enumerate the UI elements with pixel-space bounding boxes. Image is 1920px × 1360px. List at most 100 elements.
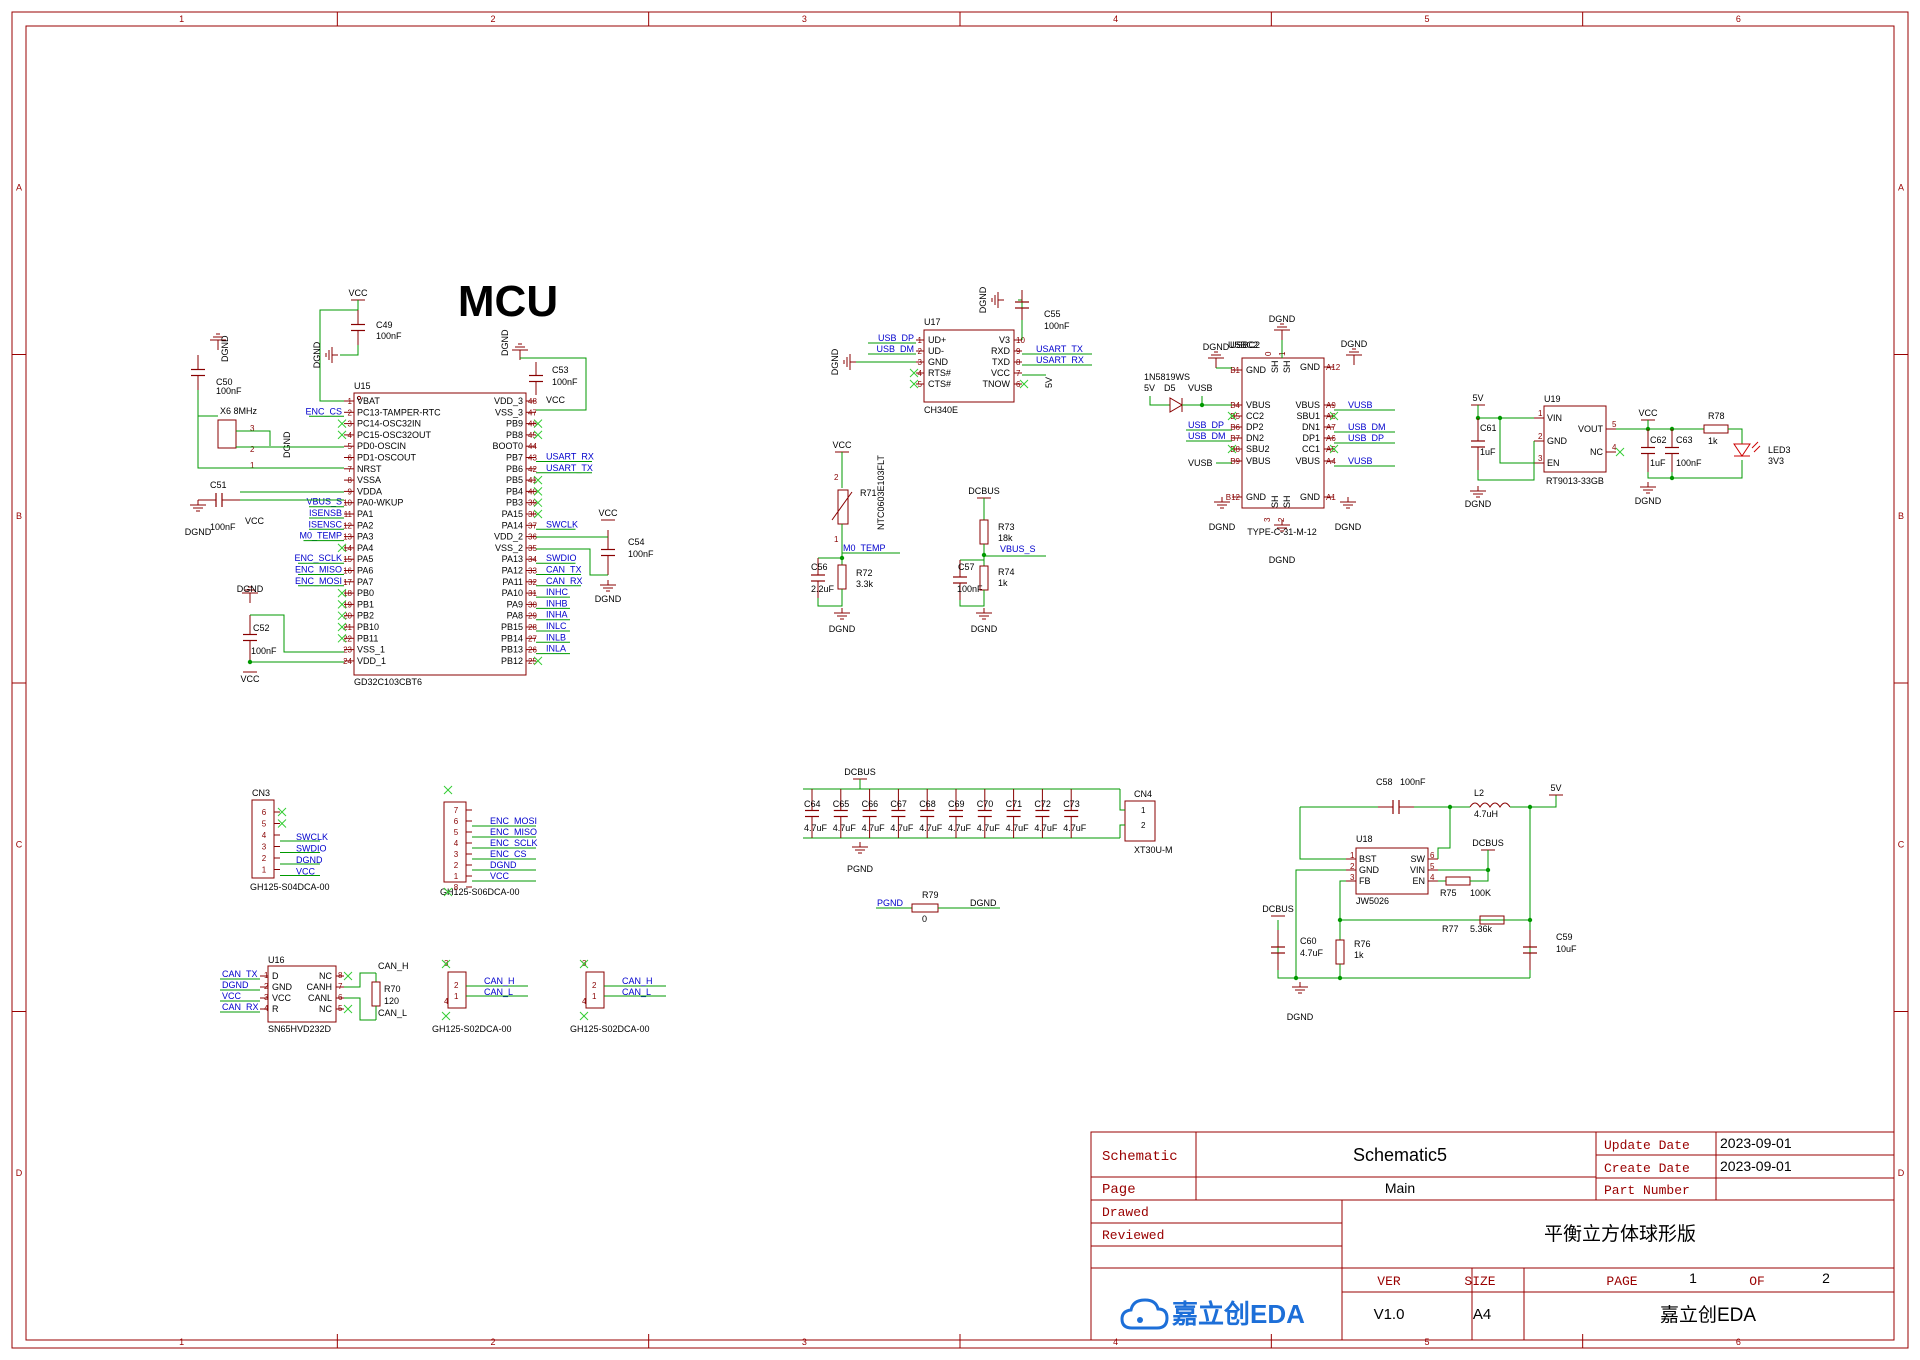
c55-ref: C55 [1044, 309, 1061, 319]
usbc-pin-name: DP1 [1302, 433, 1320, 443]
ch340-pin-name: V3 [999, 335, 1010, 345]
mcu-pin-number: 7 [348, 465, 353, 474]
page-number-value: 1 [1689, 1270, 1697, 1286]
junction-dot [247, 659, 253, 665]
bulk-cap-ref: C64 [804, 799, 821, 809]
ch340-pin-number: 6 [1016, 380, 1021, 389]
can-transceiver-body [267, 965, 337, 1023]
can-pin-name: CANL [308, 993, 332, 1003]
ldo-out-gnd-wire [1647, 460, 1743, 479]
no-connect-mark [443, 887, 453, 897]
zone-column-label: 3 [802, 14, 807, 24]
led-ref: LED3 [1768, 445, 1791, 455]
schematic-value: Schematic5 [1353, 1145, 1447, 1165]
mcu-pin-number: 5 [348, 442, 353, 451]
can-pin-name: GND [272, 982, 293, 992]
junction-dot [1447, 804, 1453, 810]
c61-val: 1uF [1480, 447, 1496, 457]
cn4-pin: 2 [1141, 821, 1146, 830]
net-label: USB_DM [1348, 422, 1386, 432]
usbc-pin-number: B1 [1230, 366, 1240, 375]
r79-left-net: PGND [877, 898, 904, 908]
page-value: Main [1385, 1180, 1415, 1196]
mcu-pin-number: 12 [343, 521, 352, 530]
create-date-label: Create Date [1604, 1161, 1690, 1176]
zone-row-label: A [1898, 182, 1904, 192]
ch340-pin-name: UD- [928, 346, 944, 356]
mcu-pin-number: 39 [528, 499, 537, 508]
net-label: VUSB [1348, 456, 1373, 466]
ch340-pin-number: 5 [918, 380, 923, 389]
ch340-section: U17CH340EUD+1USB_DPUD-2USB_DMGND3RTS#4CT… [830, 286, 1092, 415]
bulk-cap-val: 4.7uF [1063, 823, 1087, 833]
no-connect-mark [337, 600, 347, 609]
zone-column-label: 1 [179, 1337, 184, 1347]
can-pin-number: 7 [338, 982, 343, 991]
no-connect-mark [533, 430, 543, 440]
ground-label: DGND [978, 286, 988, 313]
en-r-wire [1470, 870, 1489, 882]
usbc-pin-name: CC2 [1246, 411, 1264, 421]
create-date-value: 2023-09-01 [1720, 1158, 1792, 1174]
buck-pin-name: FB [1359, 876, 1371, 886]
net-label: INHA [546, 610, 568, 620]
usbc-pin-number: A6 [1326, 434, 1336, 443]
buck-pin-number: 1 [1350, 851, 1355, 860]
ldo-pin-name: NC [1590, 447, 1603, 457]
c63-val: 100nF [1676, 458, 1702, 468]
mcu-pin-number: 40 [528, 487, 537, 496]
bulk-pgnd: PGND [847, 864, 874, 874]
can-conn-pin: 2 [592, 981, 597, 990]
vss2-wire [536, 548, 608, 576]
led-val: 3V3 [1768, 456, 1784, 466]
r70-ref: R70 [384, 984, 401, 994]
no-connect-mark [1019, 379, 1029, 389]
cn3-pin-number: 1 [262, 866, 267, 875]
canh-label: CAN_H [378, 961, 409, 971]
cn4-body [1124, 800, 1156, 842]
size-label: SIZE [1464, 1274, 1495, 1289]
can-conn-part: GH125-S02DCA-00 [432, 1024, 512, 1034]
bulk-cap-ref: C71 [1006, 799, 1023, 809]
usbc-pin-number: A8 [1326, 412, 1336, 421]
usbc-shield: SH [1270, 360, 1280, 373]
net-label: ENC_MISO [490, 827, 537, 837]
net-label: VCC [490, 871, 510, 881]
ground-label: DGND [830, 348, 840, 375]
junction-dot [1337, 917, 1343, 923]
mcu-pin-name: PA0-WKUP [357, 498, 403, 508]
usbc-shield: SH [1270, 495, 1280, 508]
no-connect-mark [1227, 411, 1237, 421]
c50-ref: C50 [216, 377, 233, 387]
mcu-pin-number: 26 [528, 646, 537, 655]
vss1-wire [250, 614, 344, 653]
c53-dgnd: DGND [500, 329, 510, 356]
buck-gnd-wire [1295, 869, 1346, 978]
mcu-pin-name: PC15-OSC32OUT [357, 430, 432, 440]
usbc-pin-name: DN2 [1246, 433, 1264, 443]
mcu-pin-number: 24 [343, 657, 352, 666]
zone-column-label: 1 [179, 14, 184, 24]
diode-wire [1149, 396, 1170, 406]
net-label: ENC_SCLK [294, 553, 342, 563]
no-connect-mark [441, 1011, 451, 1021]
net-label: ENC_CS [305, 406, 342, 416]
mcu-pin-name: PA8 [507, 611, 523, 621]
mcu-pin-name: PA14 [502, 520, 523, 530]
mcu-pin-name: PA5 [357, 554, 373, 564]
size-value: A4 [1473, 1306, 1491, 1323]
net-label: SWDIO [546, 553, 577, 563]
mcu-pin-name: BOOT0 [492, 441, 523, 451]
usbc-pin-number: A4 [1326, 457, 1336, 466]
zone-column-label: 3 [802, 1337, 807, 1347]
ground-label: DGND [1269, 314, 1296, 324]
net-label: USB_DP [1188, 420, 1224, 430]
r74-val: 1k [998, 578, 1008, 588]
no-connect-mark [343, 1004, 353, 1014]
c57-ref: C57 [958, 562, 975, 572]
ch340-pin-name: TXD [992, 357, 1011, 367]
can-pin-name: NC [319, 971, 332, 981]
mcu-pin-number: 2 [348, 408, 353, 417]
